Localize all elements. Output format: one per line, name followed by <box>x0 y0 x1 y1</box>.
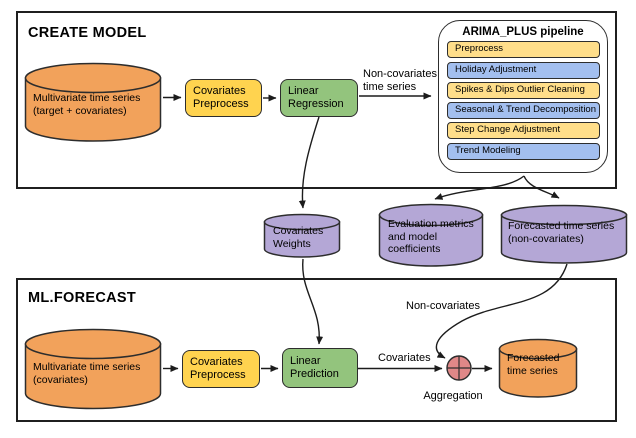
multivariate-target-cylinder: Multivariate time series (target + covar… <box>24 62 162 142</box>
cylinder-shape <box>24 328 162 410</box>
pipeline-step-preprocess: Preprocess <box>447 41 600 58</box>
covariates-preprocess-box-train: Covariates Preprocess <box>185 79 262 117</box>
arima-plus-pipeline-title: ARIMA_PLUS pipeline <box>462 26 584 38</box>
cylinder-shape <box>500 204 628 264</box>
multivariate-covariates-cylinder: Multivariate time series (covariates) <box>24 328 162 410</box>
noncovariates-time-series-label: Non-covariates time series <box>363 68 437 93</box>
evaluation-metrics-cylinder: Evaluation metrics and model coefficient… <box>378 203 484 267</box>
arima-plus-pipeline-box: ARIMA_PLUS pipeline Preprocess Holiday A… <box>438 20 608 173</box>
cylinder-label: Forecasted time series <box>507 352 560 377</box>
aggregation-label: Aggregation <box>423 390 483 402</box>
linear-prediction-box: Linear Prediction <box>282 348 358 388</box>
cylinder-shape <box>378 203 484 267</box>
pipeline-step-trend-modeling: Trend Modeling <box>447 143 600 160</box>
cylinder-label: Covariates Weights <box>273 225 324 250</box>
cylinder-label: Evaluation metrics and model coefficient… <box>388 218 474 255</box>
noncovariates-label: Non-covariates <box>406 300 480 312</box>
forecasted-noncovariates-cylinder: Forecasted time series (non-covariates) <box>500 204 628 264</box>
forecasted-time-series-cylinder: Forecasted time series <box>498 338 578 398</box>
cylinder-shape <box>263 213 341 258</box>
cylinder-label: Forecasted time series (non-covariates) <box>508 220 615 245</box>
cylinder-label: Multivariate time series (covariates) <box>33 361 141 386</box>
pipeline-step-seasonal-trend: Seasonal & Trend Decomposition <box>447 102 600 119</box>
pipeline-step-spikes-dips: Spikes & Dips Outlier Cleaning <box>447 82 600 99</box>
covariates-label: Covariates <box>378 352 431 364</box>
cylinder-shape <box>24 62 162 142</box>
covariates-preprocess-box-forecast: Covariates Preprocess <box>182 350 260 388</box>
pipeline-step-step-change: Step Change Adjustment <box>447 122 600 139</box>
create-model-title: CREATE MODEL <box>28 25 147 41</box>
linear-regression-box: Linear Regression <box>280 79 358 117</box>
cylinder-label: Multivariate time series (target + covar… <box>33 92 141 117</box>
ml-forecast-title: ML.FORECAST <box>28 290 137 306</box>
covariates-weights-cylinder: Covariates Weights <box>263 213 341 258</box>
pipeline-step-holiday-adjustment: Holiday Adjustment <box>447 62 600 79</box>
